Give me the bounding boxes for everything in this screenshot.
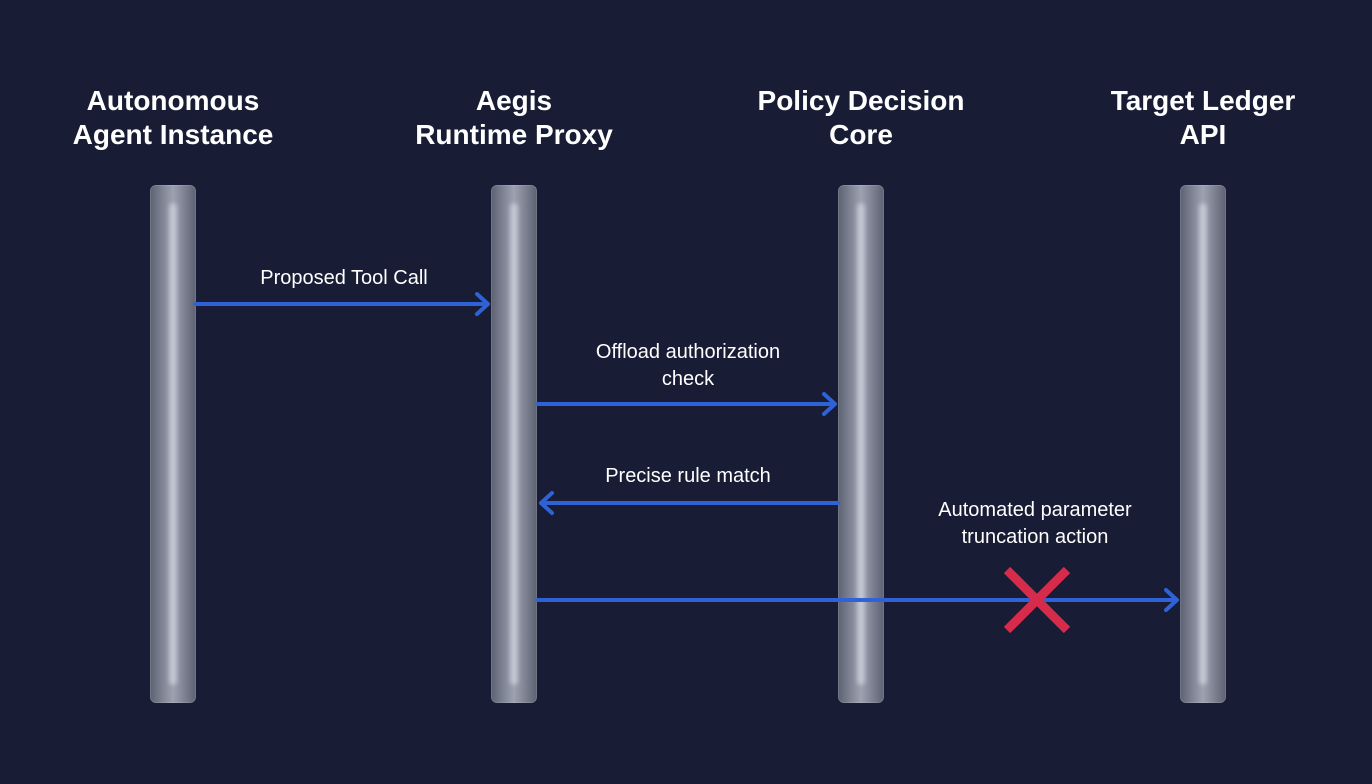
lifeline-agent (150, 185, 196, 703)
message-label-rule-match: Precise rule match (518, 463, 858, 490)
message-label-line: check (661, 368, 715, 390)
lifeline-ledger-api (1180, 185, 1226, 703)
actor-title-line: Runtime Proxy (415, 119, 613, 150)
lifeline-proxy (491, 185, 537, 703)
message-label-truncation-action: Automated parameter truncation action (865, 497, 1205, 551)
message-label-line: Offload authorization (595, 341, 781, 363)
actor-title-ledger-api: Target Ledger API (1053, 84, 1353, 152)
x-mark-icon (1003, 566, 1071, 634)
actor-title-line: Core (829, 119, 893, 150)
message-label-line: truncation action (961, 526, 1109, 548)
actor-title-line: Aegis (475, 85, 553, 116)
message-label-proposed-tool-call: Proposed Tool Call (174, 265, 514, 292)
lifeline-policy-core (838, 185, 884, 703)
arrowhead-right-icon (1164, 588, 1179, 612)
actor-title-agent: Autonomous Agent Instance (23, 84, 323, 152)
arrowhead-left-icon (539, 491, 554, 515)
actor-title-line: Agent Instance (72, 119, 274, 150)
actor-title-policy-core: Policy Decision Core (711, 84, 1011, 152)
arrowhead-right-icon (475, 292, 490, 316)
message-label-line: Precise rule match (605, 465, 771, 487)
arrowhead-right-icon (822, 392, 837, 416)
actor-title-line: Autonomous (86, 85, 260, 116)
message-label-offload-check: Offload authorization check (518, 339, 858, 393)
message-label-line: Automated parameter (938, 499, 1132, 521)
actor-title-proxy: Aegis Runtime Proxy (364, 84, 664, 152)
actor-title-line: Policy Decision (757, 85, 965, 116)
actor-title-line: API (1179, 119, 1227, 150)
actor-title-line: Target Ledger (1110, 85, 1296, 116)
message-label-line: Proposed Tool Call (260, 267, 428, 289)
